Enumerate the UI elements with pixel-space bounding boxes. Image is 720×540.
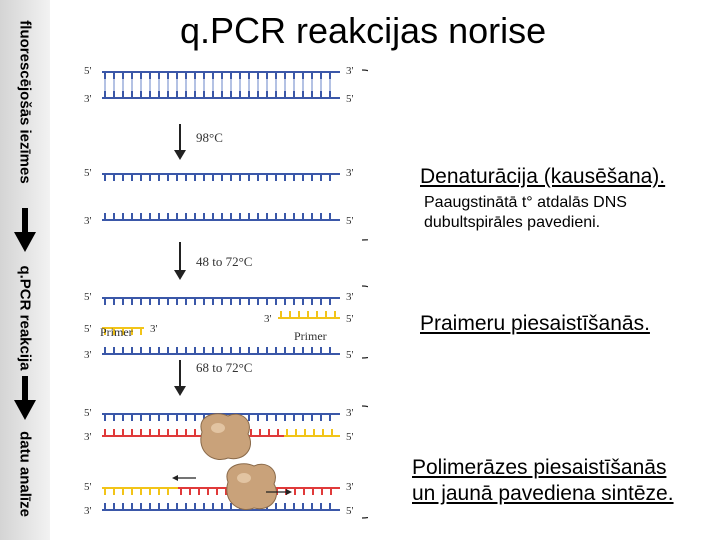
new-strand bbox=[102, 429, 206, 437]
primer-label: Primer bbox=[100, 325, 133, 339]
strand-end-label: 3' bbox=[84, 505, 92, 517]
step-denaturation-heading: Denaturācija (kausēšana). bbox=[420, 165, 666, 188]
sidebar-arrow-down-icon bbox=[14, 376, 36, 420]
template-strand bbox=[102, 297, 340, 305]
strand-end-label: 3' bbox=[84, 431, 92, 443]
primer-strand bbox=[102, 327, 144, 335]
sidebar: fluorescējošās iezīmes q.PCR reakcija da… bbox=[0, 0, 50, 540]
polymerase-enzyme-icon bbox=[226, 463, 277, 510]
primer-label: Primer bbox=[294, 329, 327, 343]
strand-end-label: 3' bbox=[264, 313, 272, 325]
new-strand bbox=[178, 487, 228, 495]
strand-end-label: 3' bbox=[150, 323, 158, 335]
primer-strand bbox=[284, 429, 340, 437]
template-strand bbox=[102, 347, 340, 355]
temperature-label-annealing: 48 to 72°C bbox=[196, 254, 252, 269]
new-strand bbox=[248, 429, 284, 437]
step-arrow-icon bbox=[174, 124, 186, 160]
strand-end-label: 5' bbox=[346, 505, 354, 517]
pcr-steps-diagram: 5' 3' 3' 5' 98°C 5' 3' 3' 5' 48 to 72°C 5' 3' 3'… bbox=[84, 65, 368, 519]
sidebar-label-qpcr-reaction: q.PCR reakcija bbox=[16, 265, 34, 371]
template-strand bbox=[102, 91, 340, 99]
step-extension-heading-line: Polimerāzes piesaistīšanās bbox=[412, 456, 667, 479]
step-arrow-icon bbox=[174, 242, 186, 280]
polymerase-enzyme-icon bbox=[200, 413, 251, 460]
template-strand bbox=[102, 71, 340, 79]
strand-end-label: 3' bbox=[346, 167, 354, 179]
step-denaturation-detail-line: dubultspirāles pavedieni. bbox=[424, 214, 601, 231]
synthesis-direction-arrow-icon bbox=[266, 489, 292, 495]
step-arrow-icon bbox=[174, 360, 186, 396]
strand-end-label: 5' bbox=[346, 313, 354, 325]
double-strand-dna: 5' 3' 3' 5' bbox=[84, 65, 354, 105]
bracket-annealing bbox=[361, 285, 368, 359]
template-strand bbox=[102, 503, 340, 511]
strand-end-label: 3' bbox=[84, 215, 92, 227]
sidebar-arrow-down-icon bbox=[14, 208, 36, 252]
strand-end-label: 5' bbox=[84, 291, 92, 303]
strand-end-label: 5' bbox=[84, 323, 92, 335]
strand-end-label: 5' bbox=[346, 93, 354, 105]
template-strand bbox=[102, 213, 340, 221]
strand-end-label: 3' bbox=[346, 291, 354, 303]
primer-strand bbox=[278, 311, 340, 319]
sidebar-label-fluorescent-markers: fluorescējošās iezīmes bbox=[16, 20, 34, 184]
strand-end-label: 5' bbox=[84, 167, 92, 179]
strand-end-label: 5' bbox=[346, 215, 354, 227]
separated-strands: 5' 3' 3' 5' bbox=[84, 167, 354, 227]
step-annealing-heading: Praimeru piesaistīšanās. bbox=[420, 312, 650, 335]
step-denaturation-detail-line: Paaugstinātā t° atdalās DNS bbox=[424, 194, 627, 211]
temperature-label-denaturation: 98°C bbox=[196, 130, 223, 145]
strand-end-label: 3' bbox=[84, 93, 92, 105]
synthesis-direction-arrow-icon bbox=[172, 475, 196, 481]
strand-end-label: 3' bbox=[84, 349, 92, 361]
primer-annealing: 5' 3' 3' 5' 5' 3' 3' 5' bbox=[84, 291, 354, 361]
bracket-denaturation bbox=[361, 69, 368, 241]
bracket-extension bbox=[361, 405, 368, 519]
strand-end-label: 3' bbox=[346, 65, 354, 77]
sidebar-label-data-analysis: datu analīze bbox=[16, 431, 34, 517]
strand-end-label: 5' bbox=[346, 431, 354, 443]
strand-end-label: 5' bbox=[84, 65, 92, 77]
template-strand bbox=[102, 173, 340, 181]
temperature-label-extension: 68 to 72°C bbox=[196, 360, 252, 375]
strand-end-label: 5' bbox=[346, 349, 354, 361]
strand-end-label: 5' bbox=[84, 407, 92, 419]
strand-end-label: 3' bbox=[346, 407, 354, 419]
step-extension-heading-line: un jaunā pavediena sintēze. bbox=[412, 482, 674, 505]
strand-end-label: 5' bbox=[84, 481, 92, 493]
page-title: q.PCR reakcijas norise bbox=[180, 10, 547, 51]
primer-strand bbox=[102, 487, 178, 495]
strand-end-label: 3' bbox=[346, 481, 354, 493]
